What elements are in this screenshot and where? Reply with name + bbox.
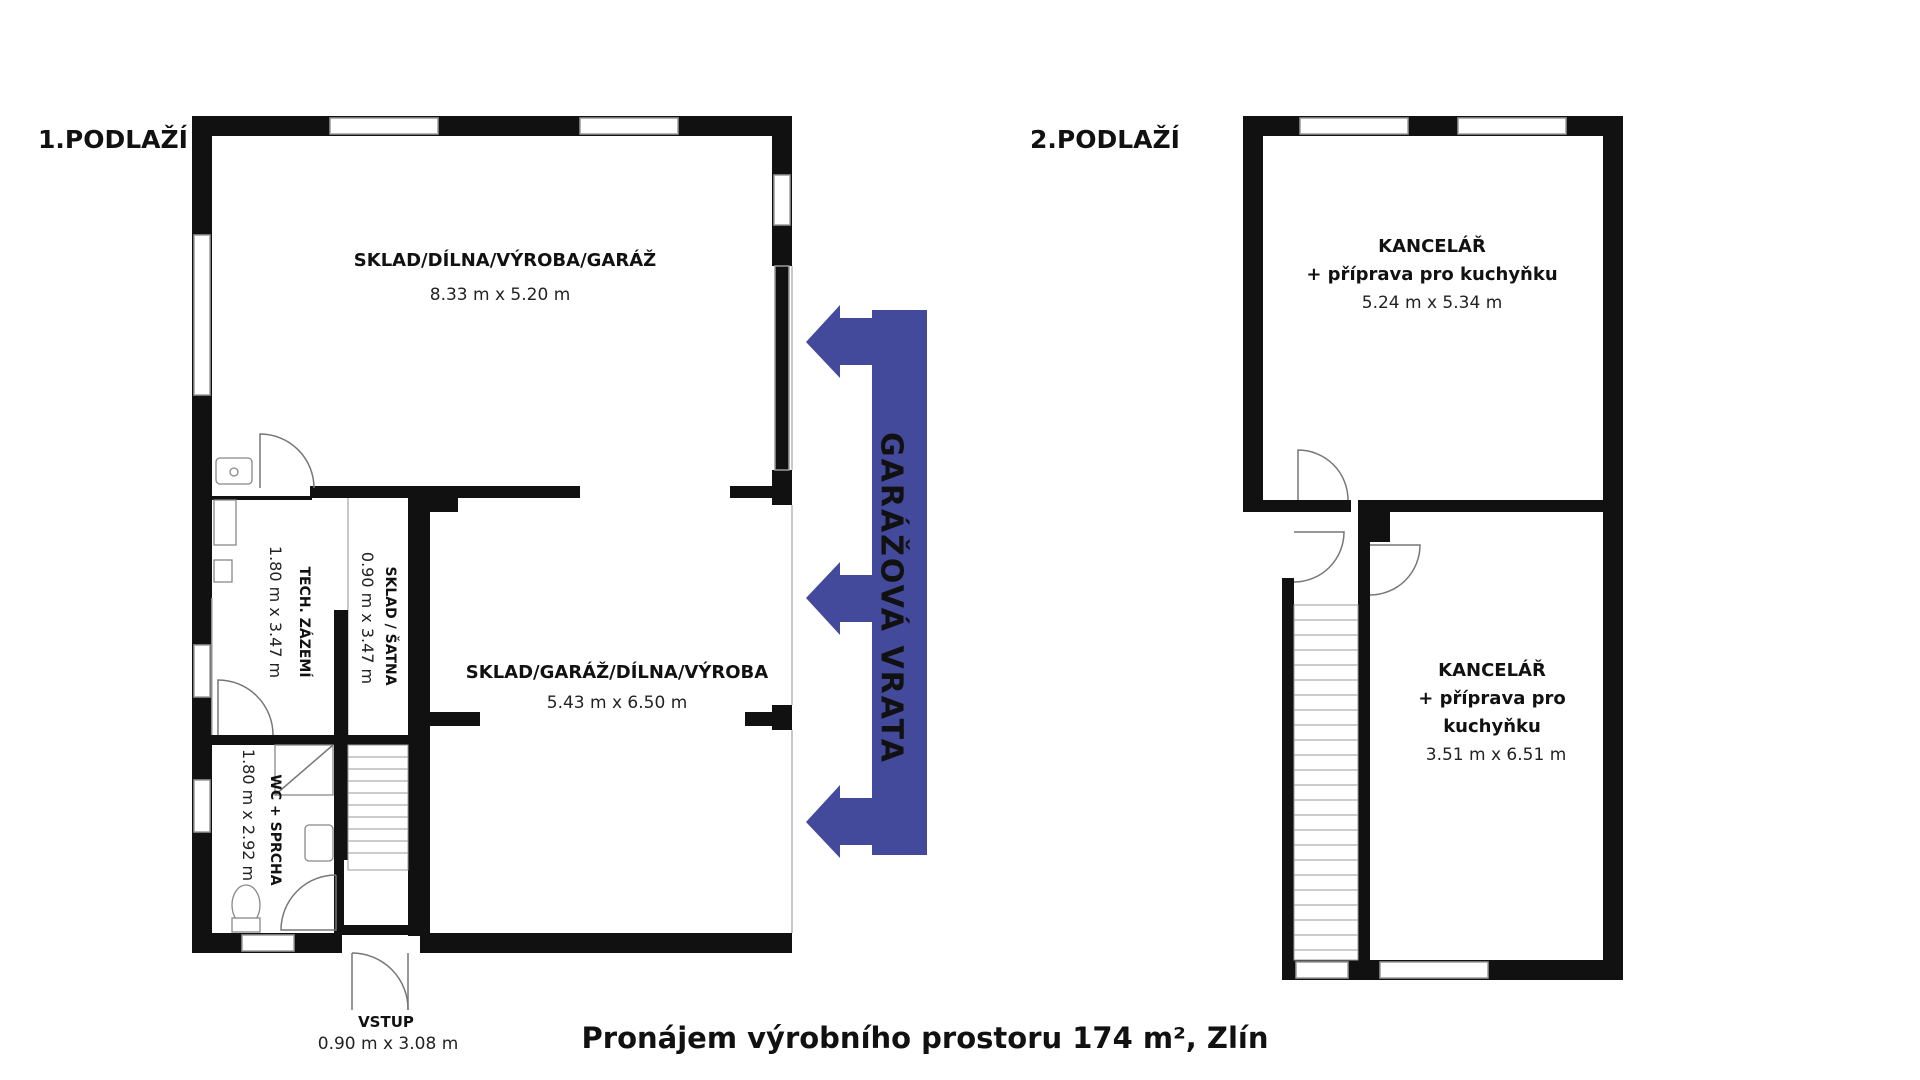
window <box>1457 117 1567 135</box>
window <box>329 117 439 135</box>
window <box>193 234 211 396</box>
door-swing <box>1293 531 1345 583</box>
stairs <box>347 744 409 871</box>
door-swing <box>1369 544 1421 596</box>
garage-door-indicator: GARÁŽOVÁ VRATA <box>806 305 927 858</box>
window <box>241 934 295 952</box>
door-swing <box>259 433 315 489</box>
room-name: KANCELÁŘ <box>1378 235 1486 257</box>
wall <box>212 496 312 500</box>
wall <box>334 735 344 935</box>
washbasin-icon <box>304 824 334 862</box>
room-dimensions: 8.33 m x 5.20 m <box>430 285 571 305</box>
window <box>193 644 211 698</box>
plan-caption: Pronájem výrobního prostoru 174 m², Zlín <box>582 1021 1269 1055</box>
room-dimensions: 0.90 m x 3.08 m <box>318 1034 459 1054</box>
room-name: kuchyňku <box>1443 716 1541 737</box>
wall <box>745 712 775 726</box>
window <box>1295 961 1349 979</box>
tech-unit-icon <box>213 499 237 546</box>
garage-door-label: GARÁŽOVÁ VRATA <box>874 432 910 764</box>
door-swing <box>217 679 274 736</box>
door-swing <box>1297 449 1349 501</box>
wall <box>1243 116 1263 512</box>
wall <box>420 933 792 953</box>
ground-floor-plan <box>192 116 793 1011</box>
door-swing <box>280 874 337 931</box>
wall <box>775 705 792 730</box>
floor-label-upper: 2.PODLAŽÍ <box>1030 125 1180 154</box>
shower-icon <box>274 744 334 796</box>
wall <box>408 486 430 936</box>
tech-unit-icon <box>213 559 233 583</box>
room-name: SKLAD/DÍLNA/VÝROBA/GARÁŽ <box>354 249 656 271</box>
sink-drain-icon <box>229 467 239 477</box>
arrow-left-icon <box>806 562 872 635</box>
wall <box>730 486 775 498</box>
wall <box>212 735 412 745</box>
room-dimensions: 5.43 m x 6.50 m <box>547 693 688 713</box>
room-name: VSTUP <box>358 1013 414 1031</box>
arrow-left-icon <box>806 785 872 858</box>
room-dimensions: 5.24 m x 5.34 m <box>1362 293 1503 313</box>
room-dimensions: 1.80 m x 3.47 m <box>266 546 285 678</box>
room-name: + příprava pro kuchyňku <box>1306 264 1557 285</box>
wall <box>774 265 790 471</box>
window <box>579 117 679 135</box>
wall <box>334 925 420 935</box>
window <box>1299 117 1409 135</box>
wall <box>192 116 792 136</box>
wall <box>1243 500 1351 512</box>
room-name: WC + SPRCHA <box>267 774 283 885</box>
wall <box>1608 500 1623 530</box>
wall <box>430 712 480 726</box>
wall <box>772 470 792 505</box>
wall <box>1282 578 1294 980</box>
upper-floor-plan <box>1243 116 1623 980</box>
garage-door-bar <box>872 310 927 855</box>
room-name: + příprava pro <box>1418 688 1565 709</box>
room-dimensions: 1.80 m x 2.92 m <box>239 749 258 881</box>
wall <box>1358 500 1370 980</box>
window <box>193 779 211 833</box>
room-dimensions: 3.51 m x 6.51 m <box>1426 745 1567 765</box>
window <box>773 174 791 226</box>
room-name: KANCELÁŘ <box>1438 659 1546 681</box>
room-name: TECH. ZÁZEMÍ <box>296 566 313 677</box>
entrance-door <box>351 952 409 1011</box>
stairs <box>1293 604 1359 961</box>
wall <box>1603 116 1623 980</box>
floor-label-ground: 1.PODLAŽÍ <box>38 125 188 154</box>
window <box>1379 961 1489 979</box>
room-name: SKLAD / ŠATNA <box>382 566 400 685</box>
wall <box>1358 500 1623 512</box>
room-name: SKLAD/GARÁŽ/DÍLNA/VÝROBA <box>466 661 768 683</box>
room-dimensions: 0.90 m x 3.47 m <box>358 552 377 684</box>
toilet-tank-icon <box>231 917 261 933</box>
arrow-left-icon <box>806 305 872 378</box>
